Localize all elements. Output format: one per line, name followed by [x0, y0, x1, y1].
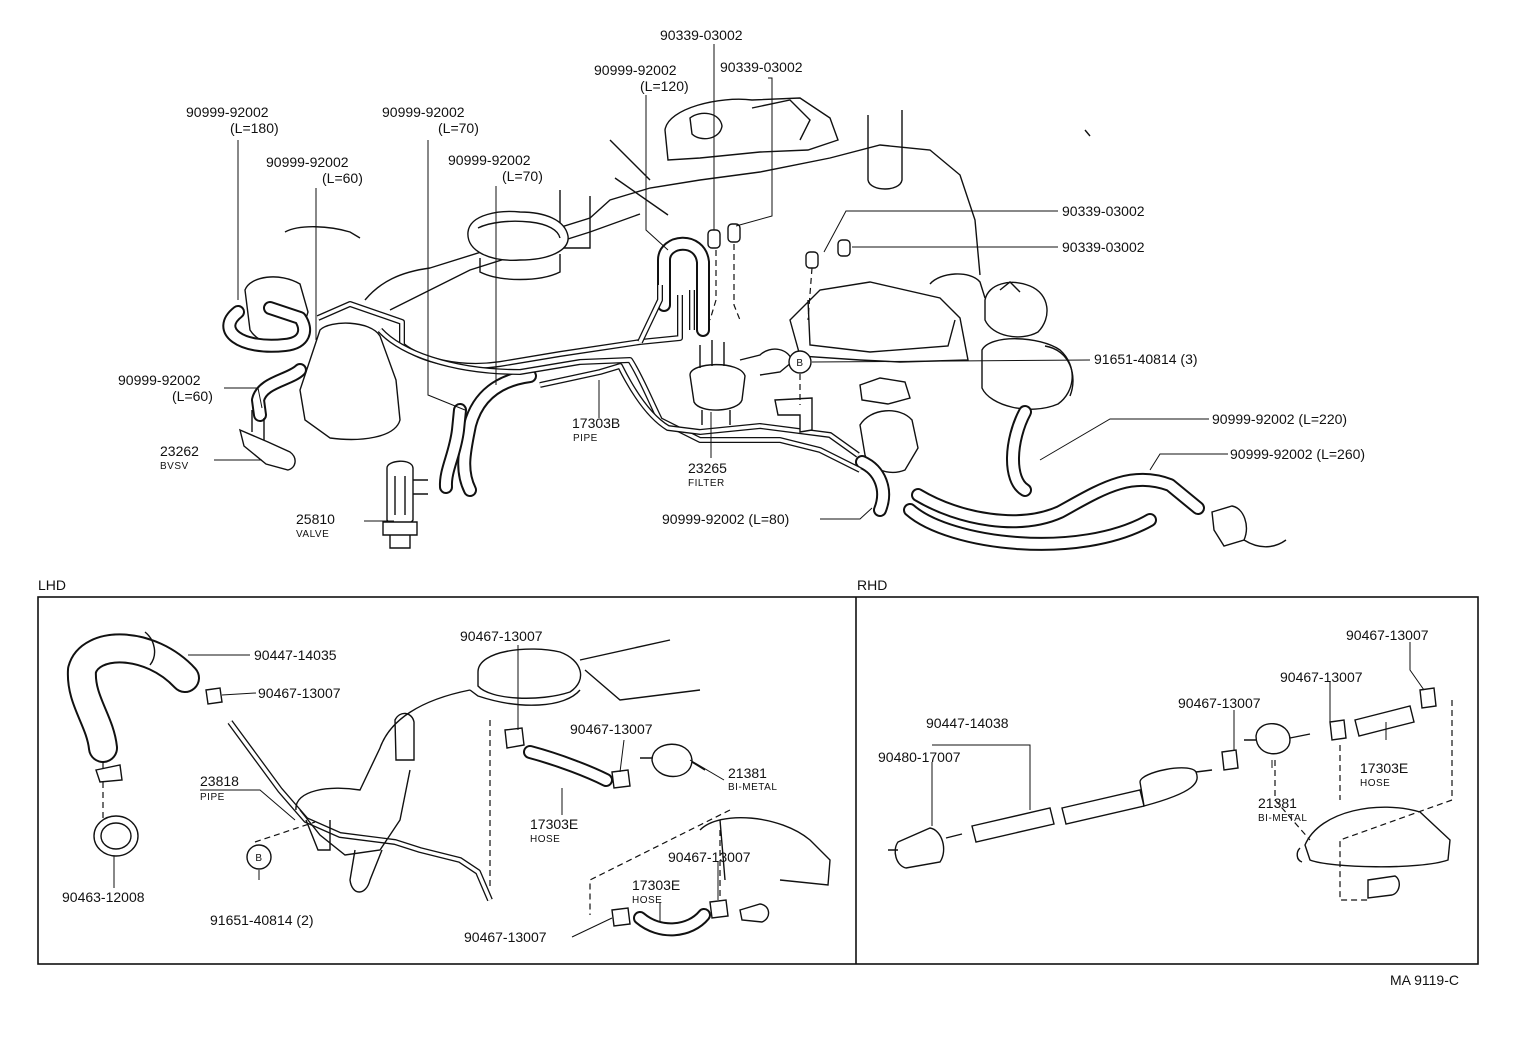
label-l70-b: (L=70): [502, 168, 543, 184]
label-91651-40814-3: 91651-40814 (3): [1094, 351, 1198, 367]
lhd-label-90467-13007-c: 90467-13007: [570, 721, 653, 737]
rhd-label-21381: 21381: [1258, 795, 1297, 811]
label-90999-92002-l120: 90999-92002: [594, 62, 677, 78]
label-90999-92002-l70-b: 90999-92002: [448, 152, 531, 168]
lhd-label-hose-b: HOSE: [632, 895, 662, 906]
rhd-label-90467-13007-c: 90467-13007: [1178, 695, 1261, 711]
lhd-label-90467-13007-e: 90467-13007: [464, 929, 547, 945]
label-valve: VALVE: [296, 529, 329, 540]
rhd-leader-lines: [931, 642, 1425, 826]
lhd-illustration: B: [66, 631, 831, 937]
lhd-label-90467-13007-d: 90467-13007: [668, 849, 751, 865]
lhd-labels: 90447-14035 90467-13007 90467-13007 9046…: [62, 628, 777, 945]
lhd-label-90467-13007-a: 90467-13007: [258, 685, 341, 701]
lhd-label-bi-metal: BI-METAL: [728, 782, 777, 793]
lhd-label-90467-13007-b: 90467-13007: [460, 628, 543, 644]
label-l180: (L=180): [230, 120, 279, 136]
label-90339-03002-top: 90339-03002: [660, 27, 743, 43]
main-dashed-lines: [709, 244, 813, 405]
lhd-label-21381: 21381: [728, 765, 767, 781]
lhd-label-hose-a: HOSE: [530, 834, 560, 845]
label-l120: (L=120): [640, 78, 689, 94]
circle-b-marker: B: [796, 358, 803, 369]
section-label-rhd: RHD: [857, 577, 887, 593]
label-90339-03002-right-b: 90339-03002: [1062, 239, 1145, 255]
label-filter: FILTER: [688, 478, 725, 489]
rhd-illustration: [888, 687, 1453, 901]
main-leader-lines: [214, 44, 1228, 522]
main-small-parts: B: [238, 223, 1287, 549]
rhd-label-90447-14038: 90447-14038: [926, 715, 1009, 731]
lhd-label-90463-12008: 90463-12008: [62, 889, 145, 905]
label-23262: 23262: [160, 443, 199, 459]
main-labels: 90339-03002 90999-92002 (L=120) 90339-03…: [118, 27, 1365, 540]
lhd-label-pipe: PIPE: [200, 792, 225, 803]
engine-illustration: [244, 97, 1091, 473]
label-l70-a: (L=70): [438, 120, 479, 136]
label-bvsv: BVSV: [160, 461, 189, 472]
section-label-lhd: LHD: [38, 577, 66, 593]
rhd-label-90480-17007: 90480-17007: [878, 749, 961, 765]
label-90999-92002-l180: 90999-92002: [186, 104, 269, 120]
lhd-label-91651-40814-2: 91651-40814 (2): [210, 912, 314, 928]
rhd-labels: 90467-13007 90467-13007 90447-14038 9046…: [878, 627, 1429, 824]
lhd-label-17303e-a: 17303E: [530, 816, 578, 832]
lhd-label-23818: 23818: [200, 773, 239, 789]
label-90999-92002-l60-b: 90999-92002: [118, 372, 201, 388]
rhd-label-17303e: 17303E: [1360, 760, 1408, 776]
label-90999-92002-l260: 90999-92002 (L=260): [1230, 446, 1365, 462]
lhd-label-90447-14035: 90447-14035: [254, 647, 337, 663]
vacuum-pipe: [316, 285, 862, 473]
rhd-label-90467-13007-a: 90467-13007: [1346, 627, 1429, 643]
label-23265: 23265: [688, 460, 727, 476]
label-25810: 25810: [296, 511, 335, 527]
label-l60-a: (L=60): [322, 170, 363, 186]
rhd-label-bi-metal: BI-METAL: [1258, 813, 1307, 824]
vacuum-hoses: [222, 236, 1205, 551]
figure-code: MA 9119-C: [1390, 972, 1459, 988]
section-frames: LHD RHD MA 9119-C: [37, 577, 1479, 988]
label-90999-92002-l70-a: 90999-92002: [382, 104, 465, 120]
filler-cap: [467, 210, 569, 281]
lhd-label-17303e-b: 17303E: [632, 877, 680, 893]
label-90339-03002-right-a: 90339-03002: [1062, 203, 1145, 219]
label-17303b: 17303B: [572, 415, 620, 431]
label-l60-b: (L=60): [172, 388, 213, 404]
label-90999-92002-l220: 90999-92002 (L=220): [1212, 411, 1347, 427]
label-pipe-main: PIPE: [573, 433, 598, 444]
label-90999-92002-l80: 90999-92002 (L=80): [662, 511, 789, 527]
rhd-label-90467-13007-b: 90467-13007: [1280, 669, 1363, 685]
lhd-leader-lines: [113, 645, 725, 938]
label-90999-92002-l60-a: 90999-92002: [266, 154, 349, 170]
circle-b-marker-lhd: B: [255, 853, 262, 864]
rhd-label-hose: HOSE: [1360, 778, 1390, 789]
label-90339-03002-second: 90339-03002: [720, 59, 803, 75]
